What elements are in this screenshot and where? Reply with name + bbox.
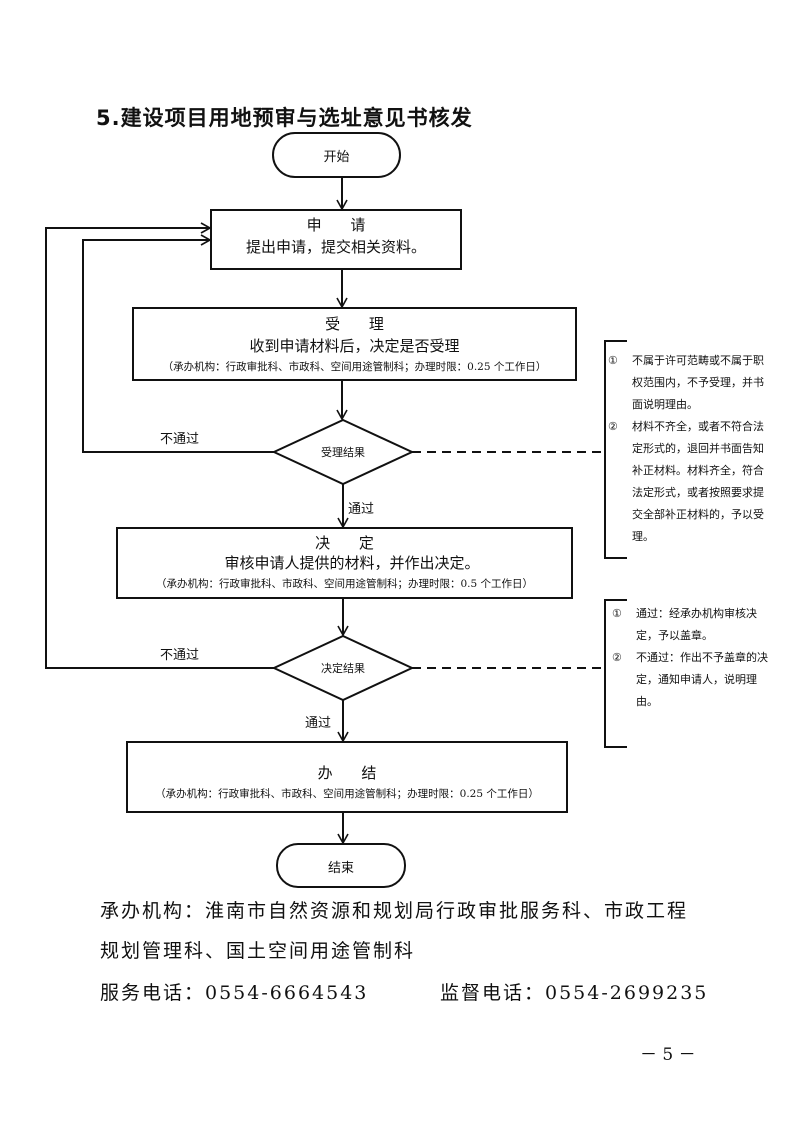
note-number: ① [608, 354, 618, 367]
page-number: － 5 － [640, 1045, 696, 1065]
start-label: 开始 [323, 150, 350, 165]
note-text: 通过：经承办机构审核决定，予以盖章。 [636, 607, 757, 642]
loop-accept-fail [82, 234, 274, 453]
decide-heading: 决 定 [315, 534, 386, 552]
note-number: ① [612, 607, 622, 620]
note-number: ② [608, 420, 618, 433]
agency-line-1: 承办机构：淮南市自然资源和规划局行政审批服务科、市政工程 [100, 900, 689, 922]
note-number: ② [612, 651, 622, 664]
accept-decision-label: 受理结果 [321, 446, 365, 459]
accept-note-item: ① 不属于许可范畴或不属于职权范围内，不予受理，并书面说明理由。 [608, 350, 768, 416]
note-text: 不属于许可范畴或不属于职权范围内，不予受理，并书面说明理由。 [632, 354, 764, 411]
loop-decide-fail [45, 222, 274, 669]
decide-note-item: ② 不通过：作出不予盖章的决定，通知申请人，说明理由。 [612, 647, 772, 713]
finish-note: （承办机构：行政审批科、市政科、空间用途管制科；办理时限：0.25 个工作日） [155, 788, 539, 800]
decide-text: 审核申请人提供的材料，并作出决定。 [224, 554, 480, 572]
label-fail-accept: 不通过 [160, 432, 200, 447]
label-pass-accept: 通过 [348, 502, 375, 517]
note-text: 不通过：作出不予盖章的决定，通知申请人，说明理由。 [636, 651, 768, 708]
decide-notes: ① 通过：经承办机构审核决定，予以盖章。 ② 不通过：作出不予盖章的决定，通知申… [612, 603, 772, 713]
accept-note-item: ② 材料不齐全，或者不符合法定形式的，退回并书面告知补正材料。材料齐全，符合法定… [608, 416, 768, 548]
supervise-phone: 监督电话：0554-2699235 [440, 982, 709, 1004]
apply-text: 提出申请，提交相关资料。 [245, 238, 426, 256]
decide-note-item: ① 通过：经承办机构审核决定，予以盖章。 [612, 603, 772, 647]
start-terminator [272, 132, 401, 178]
apply-heading: 申 请 [306, 216, 378, 234]
accept-text: 收到申请材料后，决定是否受理 [249, 337, 460, 355]
service-phone: 服务电话：0554-6664543 [100, 982, 369, 1004]
note-bracket-decide [604, 599, 627, 748]
note-text: 材料不齐全，或者不符合法定形式的，退回并书面告知补正材料。材料齐全，符合法定形式… [632, 420, 764, 543]
note-bracket-accept [604, 340, 627, 559]
accept-note: （承办机构：行政审批科、市政科、空间用途管制科；办理时限：0.25 个工作日） [162, 361, 547, 373]
decide-note: （承办机构：行政审批科、市政科、空间用途管制科；办理时限：0.5 个工作日） [155, 578, 534, 590]
accept-box [132, 307, 577, 381]
decide-decision-label: 决定结果 [321, 662, 365, 675]
agency-line-2: 规划管理科、国土空间用途管制科 [100, 940, 416, 962]
accept-notes: ① 不属于许可范畴或不属于职权范围内，不予受理，并书面说明理由。 ② 材料不齐全… [608, 350, 768, 548]
section-title: 5.建设项目用地预审与选址意见书核发 [96, 106, 473, 130]
label-fail-decide: 不通过 [160, 648, 200, 663]
end-label: 结束 [327, 861, 354, 876]
accept-heading: 受 理 [325, 315, 396, 333]
label-pass-decide: 通过 [305, 716, 332, 731]
finish-heading: 办 结 [317, 764, 389, 782]
